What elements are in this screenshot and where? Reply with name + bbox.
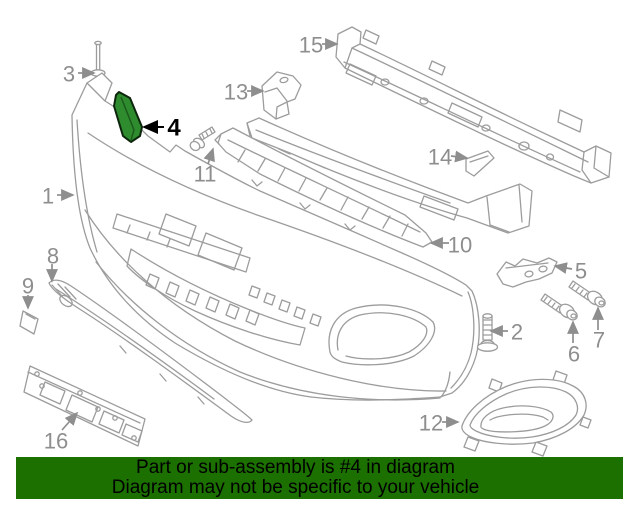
callout-11-label: 11 — [194, 162, 217, 187]
part-absorber — [246, 117, 533, 234]
part-7-screw — [568, 280, 606, 308]
part-15-impact-bar — [335, 26, 612, 184]
callout-14-arrow-icon — [450, 150, 469, 163]
callout-5-label: 5 — [575, 259, 587, 284]
callout-6-label: 6 — [568, 342, 580, 367]
callout-3-label: 3 — [63, 62, 75, 87]
callout-10-label: 10 — [448, 233, 472, 258]
callout-13-label: 13 — [224, 80, 248, 105]
part-13-bracket — [261, 71, 302, 120]
part-2-bolt — [476, 313, 499, 352]
callout-7-label: 7 — [593, 328, 605, 353]
callout-12-label: 12 — [419, 411, 443, 436]
callout-11-arrow-icon — [203, 147, 215, 165]
callout-5-arrow-icon — [553, 262, 573, 274]
part-1-bumper-cover — [71, 72, 480, 401]
part-16-license-bracket — [23, 365, 146, 447]
callout-1-label: 1 — [42, 184, 54, 209]
callout-arrows — [22, 38, 604, 431]
banner-line-1: Part or sub-assembly is #4 in diagram — [136, 457, 455, 478]
part-6-screw — [540, 293, 578, 321]
callout-16-arrow-icon — [61, 411, 79, 431]
part-4-highlighted-bracket — [113, 91, 143, 143]
part-9-clip — [19, 310, 39, 335]
callout-labels: 1 2 3 4 5 6 7 8 9 10 11 12 13 14 15 16 — [22, 33, 605, 454]
part-10-grille — [214, 127, 433, 248]
part-12-fog-lamp-bezel — [461, 370, 592, 457]
callout-2-label: 2 — [511, 320, 523, 345]
callout-14-label: 14 — [428, 145, 452, 170]
part-5-side-bracket — [496, 257, 558, 288]
callout-15-label: 15 — [299, 33, 323, 58]
callout-16-label: 16 — [44, 429, 68, 454]
callout-4-label: 4 — [167, 115, 181, 142]
banner-line-2: Diagram may not be specific to your vehi… — [111, 477, 480, 498]
highlight-banner: Part or sub-assembly is #4 in diagram Di… — [16, 457, 623, 499]
part-14-bracket — [465, 150, 495, 177]
part-8-lower-lip — [48, 279, 253, 423]
callout-8-label: 8 — [47, 244, 59, 269]
part-11-screw — [189, 126, 216, 152]
callout-9-label: 9 — [22, 274, 34, 299]
